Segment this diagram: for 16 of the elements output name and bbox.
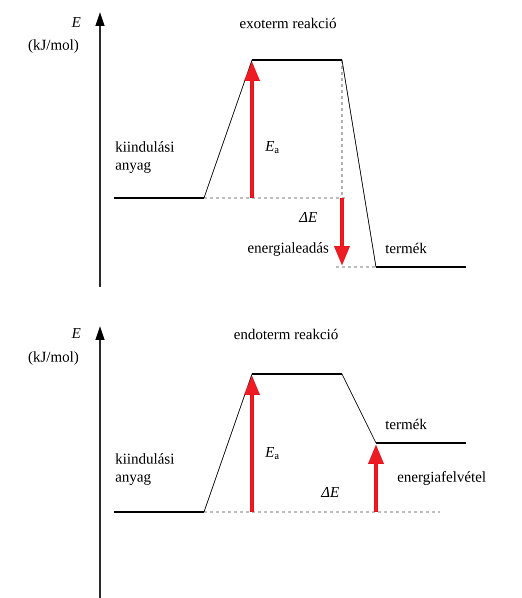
reaction-label: endoterm reakció (234, 328, 338, 340)
level-label: kiindulási anyag (115, 453, 174, 485)
axis-label: E (71, 328, 81, 338)
quantity-label: E$_{a}$ (265, 140, 279, 154)
quantity-label: ΔE (320, 487, 339, 497)
unit-label: (kJ/mol) (28, 351, 78, 365)
unit-label: (kJ/mol) (28, 39, 78, 53)
energy-label: energiafelvétel (398, 471, 486, 485)
level-label: termék (385, 418, 427, 430)
quantity-label: E$_{a}$ (265, 446, 279, 460)
reaction-label: exoterm reakció (240, 18, 336, 28)
axis-label: E (71, 17, 81, 27)
quantity-label: ΔE (298, 212, 317, 222)
level-label: termék (385, 242, 427, 254)
energy-label: energialeadás (248, 242, 328, 256)
level-label: kiindulási anyag (115, 141, 174, 173)
